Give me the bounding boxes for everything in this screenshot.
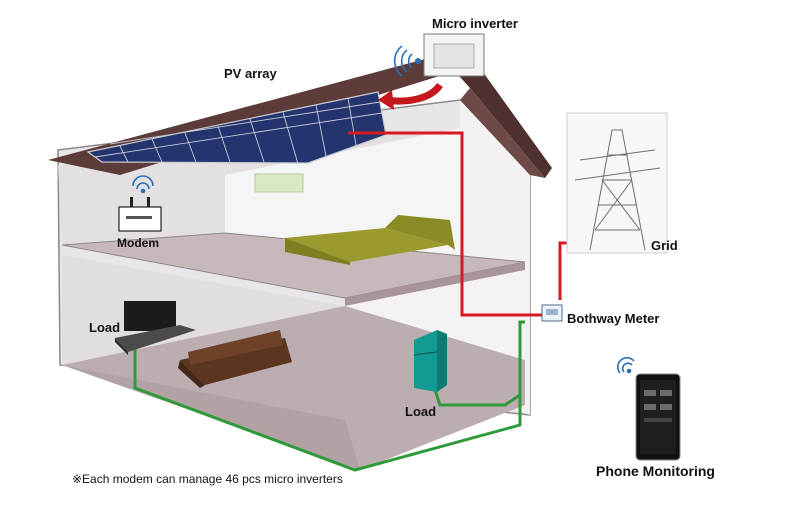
power-flow-arrow-head [378,90,394,110]
pv-array-label: PV array [224,66,277,81]
phone-icon [635,373,681,461]
solar-panel-icon [86,91,387,165]
transmission-tower-icon [566,112,668,254]
micro-inverter-icon [415,33,485,77]
sofa-icon [178,330,292,388]
wifi-icon [393,45,413,77]
wifi-icon [617,357,635,374]
grid-label: Grid [651,238,678,253]
micro-inverter-label: Micro inverter [432,16,518,31]
fridge-icon [413,330,447,392]
wifi-icon [132,175,154,194]
modem-label: Modem [117,236,159,250]
bothway-meter-label: Bothway Meter [567,311,660,326]
meter-icon [541,304,563,322]
tv-icon [115,301,196,355]
bed-icon [285,215,455,265]
phone-monitoring-label: Phone Monitoring [596,463,715,479]
modem-icon [118,197,162,232]
load-line [133,320,525,472]
load-fridge-label: Load [405,404,437,419]
footnote: ※Each modem can manage 46 pcs micro inve… [72,472,343,486]
load-living-room-label: Load [89,320,121,335]
